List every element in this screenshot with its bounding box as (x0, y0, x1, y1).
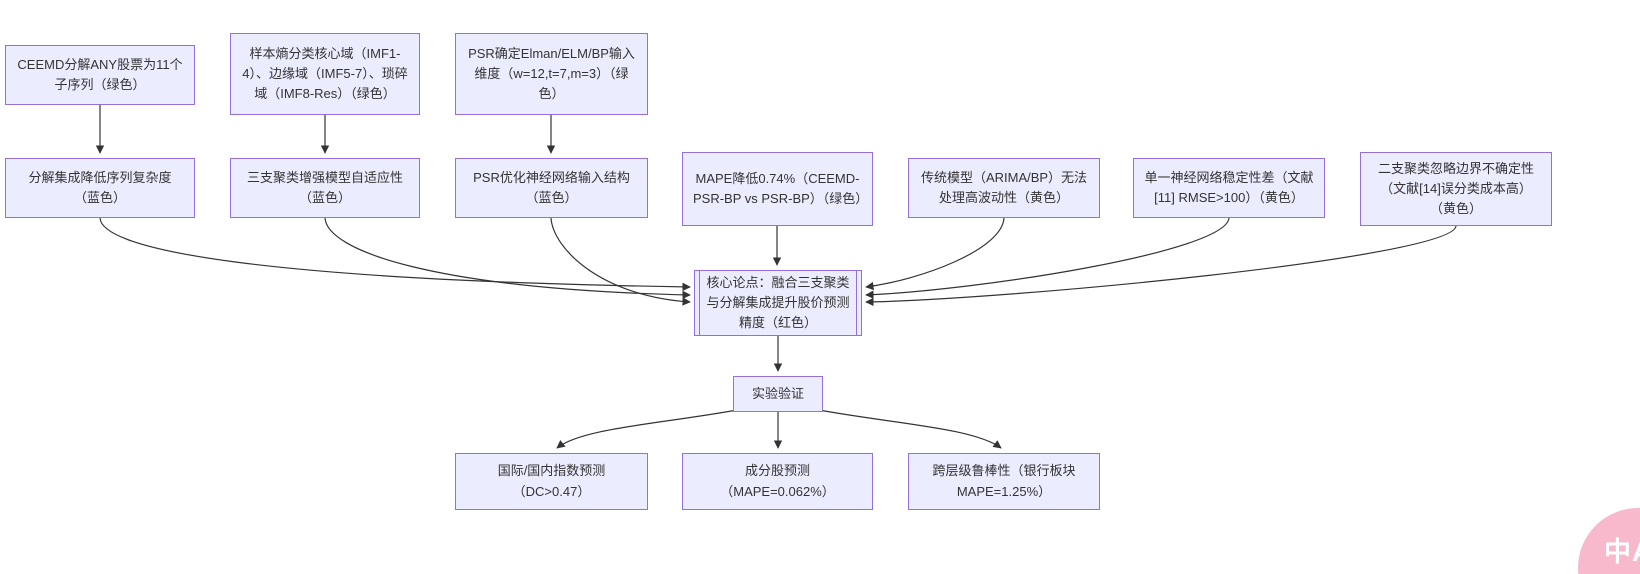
node-two-way-clustering: 二支聚类忽略边界不确定性（文献[14]误分类成本高）（黄色） (1360, 152, 1552, 226)
edge-traditional-to-core (865, 217, 1005, 291)
node-cross-level-robustness: 跨层级鲁棒性（银行板块 MAPE=1.25%） (908, 453, 1100, 510)
edge-psr-opt-to-core (550, 217, 691, 306)
watermark-logo: 中A (1578, 508, 1640, 574)
node-psr-optimize: PSR优化神经网络输入结构（蓝色） (455, 158, 648, 218)
node-index-prediction: 国际/国内指数预测（DC>0.47） (455, 453, 648, 510)
node-sample-entropy: 样本熵分类核心域（IMF1-4）、边缘域（IMF5-7）、琐碎域（IMF8-Re… (230, 33, 420, 115)
node-psr-input-dim: PSR确定Elman/ELM/BP输入维度（w=12,t=7,m=3）（绿色） (455, 33, 648, 115)
node-traditional-model: 传统模型（ARIMA/BP）无法处理高波动性（黄色） (908, 158, 1100, 218)
watermark-logo-text: 中A (1604, 537, 1640, 567)
node-core-thesis: 核心论点：融合三支聚类与分解集成提升股价预测精度（红色） (694, 270, 862, 336)
node-three-way-clustering: 三支聚类增强模型自适应性（蓝色） (230, 158, 420, 218)
node-constituent-prediction: 成分股预测（MAPE=0.062%） (682, 453, 873, 510)
node-single-nn: 单一神经网络稳定性差（文献[11] RMSE>100）（黄色） (1133, 158, 1325, 218)
node-experiment-validation: 实验验证 (733, 376, 823, 412)
edge-experiment-to-index-pred (556, 409, 738, 449)
edge-three-way-to-core (324, 217, 691, 300)
edge-single-nn-to-core (865, 217, 1230, 299)
edge-decomp-to-core (99, 217, 691, 292)
node-decomp-integration: 分解集成降低序列复杂度（蓝色） (5, 158, 195, 218)
node-mape-reduction: MAPE降低0.74%（CEEMD-PSR-BP vs PSR-BP）（绿色） (682, 152, 873, 226)
edge-two-way-to-core (865, 225, 1457, 307)
node-ceemd-decompose: CEEMD分解ANY股票为11个子序列（绿色） (5, 45, 195, 105)
edge-experiment-to-robust (818, 409, 1002, 449)
